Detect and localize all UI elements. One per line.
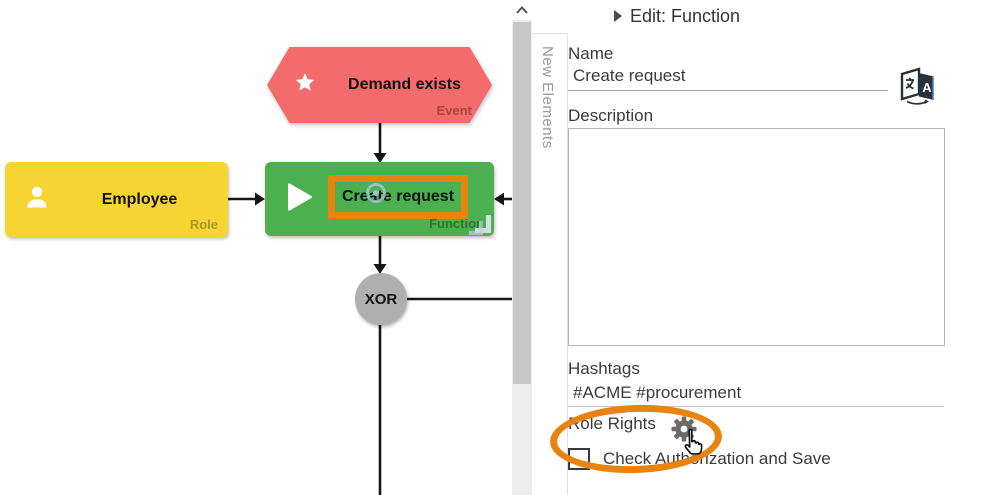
authorization-checkbox-label: Check Authorization and Save xyxy=(603,449,831,468)
star-icon xyxy=(293,71,317,100)
connector-edges xyxy=(228,123,512,495)
chevron-up-icon[interactable] xyxy=(512,0,532,20)
role-node[interactable]: Employee Role xyxy=(5,162,228,237)
hand-pointer-icon xyxy=(681,428,705,458)
svg-text:A: A xyxy=(922,80,932,95)
translate-icon[interactable]: A xyxy=(896,63,938,105)
description-label: Description xyxy=(568,106,654,125)
event-label: Demand exists xyxy=(348,76,461,93)
event-type-label: Event xyxy=(436,103,472,118)
panel-title: Edit: Function xyxy=(630,6,741,26)
role-label: Employee xyxy=(101,190,178,208)
diagram-canvas[interactable]: Demand exists Event Employee Role Functi… xyxy=(0,0,512,495)
corner-indicator-icon xyxy=(465,211,491,235)
expand-right-icon[interactable] xyxy=(614,10,622,22)
function-type-label: Function xyxy=(429,216,484,231)
play-icon xyxy=(285,181,315,218)
scrollbar-thumb[interactable] xyxy=(513,22,531,384)
function-label: Create request xyxy=(341,188,455,205)
new-elements-strip: New Elements xyxy=(532,0,568,495)
xor-label: XOR xyxy=(364,290,398,308)
name-label: Name xyxy=(568,44,614,63)
new-elements-tab[interactable]: New Elements xyxy=(539,46,556,149)
hashtags-label: Hashtags xyxy=(568,359,640,378)
edit-function-panel: Edit: Function Name A Description Hashta… xyxy=(568,0,988,495)
xor-gateway-node[interactable]: XOR xyxy=(355,273,407,325)
person-icon xyxy=(23,183,51,216)
description-textarea[interactable] xyxy=(568,128,945,346)
vertical-scrollbar[interactable] xyxy=(512,0,532,495)
name-input[interactable] xyxy=(568,64,888,91)
target-ghost-icon xyxy=(366,183,386,203)
authorization-checkbox[interactable] xyxy=(568,448,590,470)
tutorial-highlight-box: Create request xyxy=(328,175,468,219)
event-node[interactable]: Demand exists Event xyxy=(267,47,492,123)
role-rights-label: Role Rights xyxy=(568,414,656,433)
authorization-row: Check Authorization and Save xyxy=(568,448,831,470)
hashtags-input[interactable] xyxy=(568,382,944,407)
role-type-label: Role xyxy=(189,217,218,232)
